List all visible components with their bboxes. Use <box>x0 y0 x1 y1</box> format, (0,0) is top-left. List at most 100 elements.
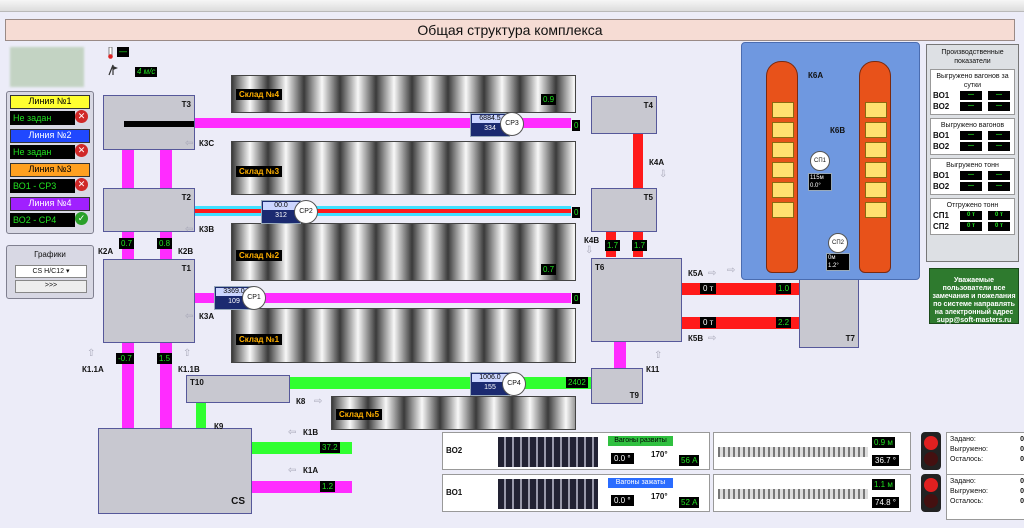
node-t10[interactable]: Т10 <box>186 375 290 403</box>
line-value: Не задан <box>10 145 75 159</box>
sampler-sr1-label: СР1 <box>242 286 266 310</box>
value-planned: 0 <box>1020 436 1024 443</box>
node-t5[interactable]: Т5 <box>591 188 657 232</box>
arrow-left-icon: ⇦ <box>185 138 194 149</box>
label-k1-1a: К1.1А <box>82 365 104 374</box>
reading-k2b: 0.8 <box>157 238 173 249</box>
node-t1[interactable]: Т1 <box>103 259 195 343</box>
stat-value: — <box>960 182 982 191</box>
conveyor-k8[interactable] <box>290 377 592 389</box>
sampler-top: 1006.0 <box>472 374 508 382</box>
stat-value: — <box>988 91 1010 100</box>
dumper-angle: 0.0 ° <box>611 453 634 464</box>
value-unloaded: 0 <box>1020 446 1024 453</box>
arrow-left-icon: ⇦ <box>288 465 297 476</box>
node-t3[interactable]: Т3 <box>103 95 195 150</box>
error-icon: ✕ <box>75 110 88 123</box>
chart-select[interactable]: CS Н/С12 ▾ <box>15 265 87 278</box>
stat-value: — <box>988 102 1010 111</box>
stat-value: — <box>960 142 982 151</box>
value-remaining: 0 <box>1020 498 1024 505</box>
line-value: ВО2 - СР4 <box>10 213 75 227</box>
line-1[interactable]: Линия №1 Не задан ✕ <box>10 95 90 127</box>
stat-value: 0 т <box>960 222 982 231</box>
label-k3c: К3С <box>199 139 215 148</box>
ship-left[interactable] <box>766 61 798 273</box>
dumper-tilt: 170° <box>651 492 668 501</box>
label-k2b: К2В <box>178 247 194 256</box>
sampler-sr4-label: СР4 <box>502 372 526 396</box>
top-strip <box>0 0 1024 12</box>
line-label: Линия №1 <box>10 95 90 109</box>
warehouse-label: Склад №1 <box>236 334 283 345</box>
node-t2[interactable]: Т2 <box>103 188 195 232</box>
row-label: ВО1 <box>933 131 950 140</box>
sp2-speed: 0м <box>827 254 849 262</box>
arrow-down-icon: ⇩ <box>659 169 668 180</box>
support-notice: Уважаемые пользователи все замечания и п… <box>929 268 1019 324</box>
conveyor-k1-1b[interactable] <box>160 342 172 430</box>
shiploader-sp2[interactable]: СП2 <box>828 233 848 253</box>
section-title: Выгружено вагонов <box>940 122 1005 129</box>
warehouse-label: Склад №5 <box>336 409 383 420</box>
counters-vo2: Задано: 0 Выгружено: 0 Осталось: 0 <box>946 432 1024 478</box>
sampler-bottom: 334 <box>484 125 496 132</box>
port-panel: К6А К6В СП1 115м 0.0° СП2 0м 1.2° <box>741 42 920 280</box>
reading-t6-in: 0 <box>572 293 581 304</box>
track-distance: 1.1 м <box>872 479 895 490</box>
node-t4[interactable]: Т4 <box>591 96 657 134</box>
dumper-current: 52 А <box>679 497 700 508</box>
traffic-light-vo1 <box>921 474 941 512</box>
warehouse-4[interactable]: Склад №4 <box>231 75 576 113</box>
warehouse-3[interactable]: Склад №3 <box>231 141 576 195</box>
dumper-name: ВО2 <box>446 446 463 455</box>
conveyor-k3c[interactable] <box>195 118 571 128</box>
node-label: CS <box>231 496 245 507</box>
warehouse-2[interactable]: Склад №2 <box>231 223 576 281</box>
warehouse-5[interactable]: Склад №5 <box>331 396 576 430</box>
node-t6[interactable]: Т6 <box>591 258 682 342</box>
ship-right[interactable] <box>859 61 891 273</box>
weather-widget: — 4 м/с <box>107 46 165 77</box>
conveyor-k3a[interactable] <box>195 293 571 303</box>
conveyor-k11[interactable] <box>614 342 626 370</box>
label-k1-1b: К1.1В <box>178 365 200 374</box>
conveyor-k9[interactable] <box>196 401 206 433</box>
conveyor-k1-1a[interactable] <box>122 342 134 430</box>
node-cs[interactable]: CS <box>98 428 252 514</box>
open-chart-button[interactable]: >>> <box>15 280 87 293</box>
warehouse-1[interactable]: Склад №1 <box>231 308 576 363</box>
sampler-sr3-label: СР3 <box>500 112 524 136</box>
dumper-angle: 0.0 ° <box>611 495 634 506</box>
node-label: Т6 <box>595 263 605 272</box>
reading-k2a: 0.7 <box>119 238 135 249</box>
track-distance: 0.9 м <box>872 437 895 448</box>
reading-k1b: 37.2 <box>320 442 340 453</box>
line-4[interactable]: Линия №4 ВО2 - СР4 ✓ <box>10 197 90 229</box>
line-2[interactable]: Линия №2 Не задан ✕ <box>10 129 90 161</box>
reading-k5b-weight: 0 т <box>700 317 717 328</box>
dumper-vo1[interactable]: ВО1 Вагоны зажаты 0.0 ° 170° 52 А <box>442 474 710 512</box>
dumper-status: Вагоны зажаты <box>608 478 673 488</box>
conveyor-k3b[interactable] <box>195 206 571 216</box>
error-icon: ✕ <box>75 178 88 191</box>
dumper-vo2[interactable]: ВО2 Вагоны развиты 0.0 ° 170° 56 А <box>442 432 710 470</box>
node-t9[interactable]: Т9 <box>591 368 643 404</box>
label-k1a: К1А <box>303 466 319 475</box>
label-k3a: К3А <box>199 312 215 321</box>
node-t7[interactable]: Т7 <box>799 268 859 348</box>
node-label: Т7 <box>845 334 855 343</box>
sp2-readout: 0м 1.2° <box>826 253 850 271</box>
track-speed: 36.7 ° <box>872 455 899 466</box>
stat-value: — <box>960 171 982 180</box>
sampler-sr2-label: СР2 <box>294 200 318 224</box>
section-title: Выгружено вагонов за сутки <box>936 73 1009 89</box>
stats-section-2: Выгружено вагонов ВО1—— ВО2—— <box>930 118 1015 155</box>
shiploader-sp1[interactable]: СП1 <box>810 151 830 171</box>
label-k2a: К2А <box>98 247 114 256</box>
label-planned: Задано: <box>950 478 976 485</box>
reading-k5a: 1.0 <box>776 283 792 294</box>
wagon-row <box>498 437 598 467</box>
line-3[interactable]: Линия №3 ВО1 - СР3 ✕ <box>10 163 90 195</box>
conveyor-k1a[interactable] <box>252 481 352 493</box>
